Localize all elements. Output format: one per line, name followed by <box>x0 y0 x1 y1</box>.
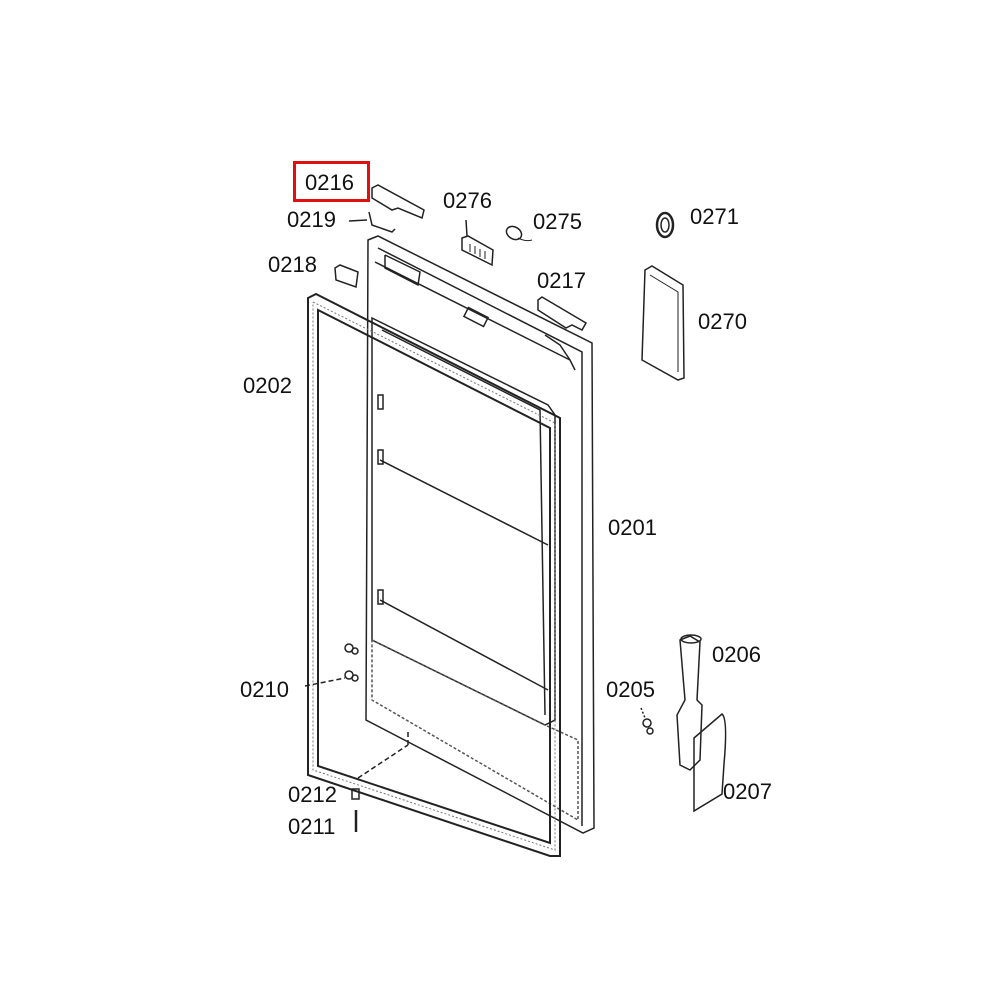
part-0216-strip <box>371 184 425 220</box>
part-0217-strip <box>537 296 588 331</box>
label-0271[interactable]: 0271 <box>690 204 739 229</box>
door-panel-0201 <box>365 235 595 834</box>
label-0212[interactable]: 0212 <box>288 782 337 807</box>
label-0276[interactable]: 0276 <box>443 188 492 213</box>
label-0219[interactable]: 0219 <box>287 207 336 232</box>
part-0270-panel <box>641 265 685 381</box>
part-0218-cap <box>334 264 359 289</box>
part-0219-clip <box>348 211 396 233</box>
part-0276-vent <box>461 219 494 267</box>
label-0206[interactable]: 0206 <box>712 642 761 667</box>
label-0202[interactable]: 0202 <box>243 373 292 398</box>
label-0275[interactable]: 0275 <box>533 209 582 234</box>
label-0205[interactable]: 0205 <box>606 677 655 702</box>
highlight-box-0216 <box>293 161 370 202</box>
label-0270[interactable]: 0270 <box>698 309 747 334</box>
label-0216[interactable]: 0216 <box>305 170 354 195</box>
label-0207[interactable]: 0207 <box>723 779 772 804</box>
part-0205-screw <box>640 707 654 735</box>
door-gasket-0202 <box>307 292 561 857</box>
part-0206-hinge <box>676 634 703 771</box>
label-0218[interactable]: 0218 <box>268 252 317 277</box>
part-0207-cover <box>693 713 727 813</box>
part-0271-dial <box>655 211 675 239</box>
part-0210-screws <box>304 643 359 687</box>
part-0212-0211-fasteners <box>351 730 409 832</box>
label-0217[interactable]: 0217 <box>537 268 586 293</box>
label-0201[interactable]: 0201 <box>608 515 657 540</box>
label-0210[interactable]: 0210 <box>240 677 289 702</box>
part-0275-lamp <box>505 225 533 242</box>
label-0211[interactable]: 0211 <box>288 814 336 839</box>
